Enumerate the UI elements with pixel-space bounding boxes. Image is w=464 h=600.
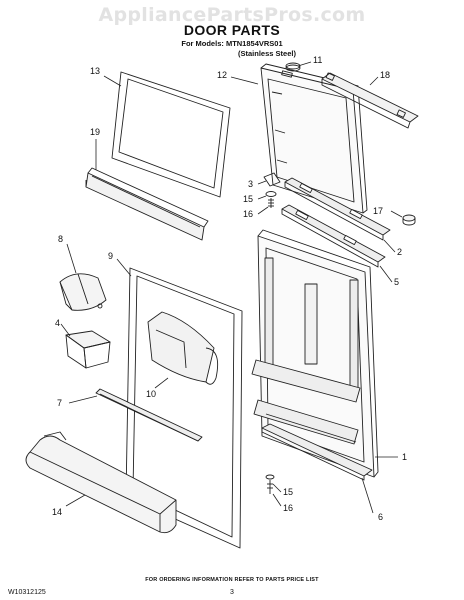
hinge-cover-middle	[281, 204, 386, 268]
callout-19: 19	[90, 127, 100, 137]
fresh-food-door-gasket	[125, 267, 243, 549]
callout-6: 6	[378, 512, 383, 522]
callout-7: 7	[57, 398, 62, 408]
page-title: DOOR PARTS	[183, 22, 281, 38]
callout-14: 14	[52, 507, 62, 517]
freezer-door-gasket	[111, 71, 231, 198]
callout-4: 4	[55, 318, 60, 328]
callout-16-lower: 16	[283, 503, 293, 513]
dairy-bin	[65, 330, 111, 369]
freezer-door-handle	[321, 72, 419, 129]
ordering-note: FOR ORDERING INFORMATION REFER TO PARTS …	[145, 577, 319, 583]
callout-15-lower: 15	[283, 487, 293, 497]
door-bin	[147, 311, 219, 385]
callout-16-upper: 16	[243, 209, 253, 219]
finish-line: (Stainless Steel)	[238, 49, 296, 58]
hinge-cap	[402, 214, 416, 226]
callout-17: 17	[373, 206, 383, 216]
freezer-door-shelf	[85, 167, 209, 241]
watermark-text: AppliancePartsPros.com	[98, 4, 366, 26]
hinge-cover-top	[284, 177, 391, 241]
document-code: W10312125	[8, 589, 46, 596]
callout-10: 10	[146, 389, 156, 399]
fresh-food-door	[251, 229, 379, 478]
trim-strip	[95, 388, 203, 442]
door-bumper	[285, 62, 301, 72]
page-number: 3	[230, 589, 234, 596]
upper-hinge-assembly	[263, 172, 281, 208]
dairy-door	[59, 273, 107, 311]
callout-15-upper: 15	[243, 194, 253, 204]
callout-8: 8	[58, 234, 63, 244]
callout-3: 3	[248, 179, 253, 189]
callout-1: 1	[402, 452, 407, 462]
freezer-door	[260, 63, 368, 214]
lower-hinge-bracket	[261, 423, 373, 494]
callout-13: 13	[90, 66, 100, 76]
callout-5: 5	[394, 277, 399, 287]
callout-2: 2	[397, 247, 402, 257]
leader-lines	[60, 61, 403, 514]
callout-12: 12	[217, 70, 227, 80]
callout-18: 18	[380, 70, 390, 80]
models-line: For Models: MTN1854VRS01	[181, 39, 283, 48]
gallon-door-bin	[25, 431, 177, 534]
callout-11: 11	[313, 55, 322, 65]
callout-9: 9	[108, 251, 113, 261]
